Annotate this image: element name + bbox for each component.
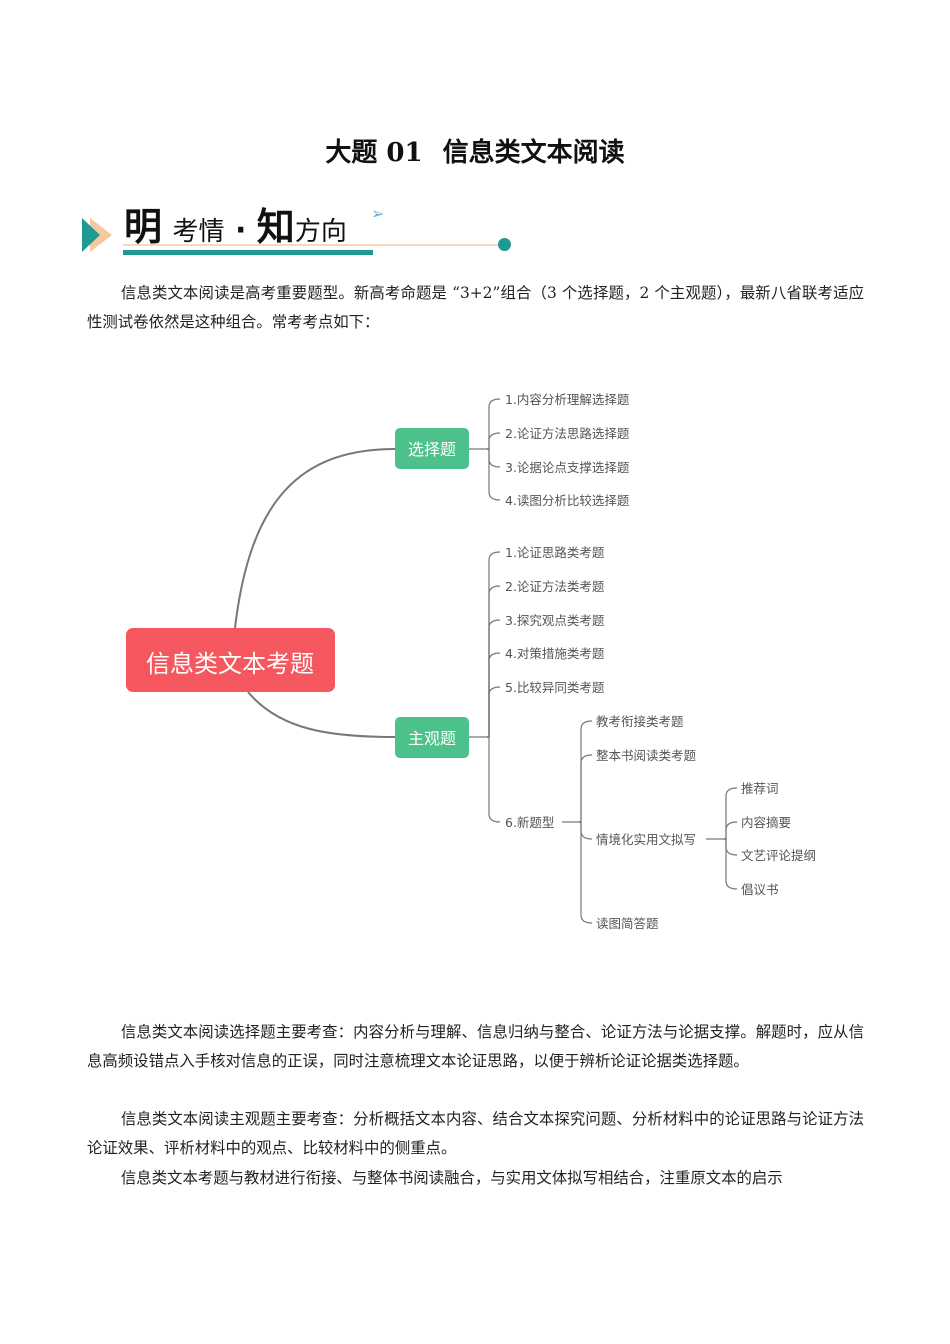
title-number: 大题 01 bbox=[325, 138, 423, 168]
bracket-curve bbox=[487, 619, 501, 738]
divider-dot bbox=[498, 238, 511, 251]
bracket-curve bbox=[579, 821, 593, 924]
section-banner: 明 考情 · 知方向 ➢ bbox=[82, 192, 518, 262]
leaf-label: 1.内容分析理解选择题 bbox=[505, 392, 630, 407]
body-paragraph: 信息类文本考题与教材进行衔接、与整体书阅读融合，与实用文体拟写相结合，注重原文本… bbox=[120, 1169, 783, 1187]
body-paragraph: 信息类文本阅读主观题主要考查：分析概括文本内容、结合文本探究问题、分析材料中的论… bbox=[87, 1110, 864, 1157]
leaf-label: 3.论据论点支撑选择题 bbox=[505, 460, 630, 475]
bracket-curve bbox=[487, 551, 501, 738]
banner-char: 知 bbox=[256, 204, 295, 249]
banner-text: 考情 bbox=[172, 217, 225, 247]
bracket-curve bbox=[487, 432, 501, 450]
branch-label: 选择题 bbox=[408, 440, 456, 459]
root-node bbox=[126, 628, 335, 692]
leaf-label: 4.对策措施类考题 bbox=[505, 646, 605, 661]
divider-line bbox=[123, 244, 503, 246]
page-title: 大题 01 信息类文本阅读 bbox=[0, 132, 950, 169]
bracket-curve bbox=[487, 585, 501, 738]
bracket-curve bbox=[487, 398, 501, 450]
bracket-curve bbox=[487, 652, 501, 738]
banner-char: 明 bbox=[124, 204, 163, 249]
bracket-curve bbox=[487, 686, 501, 738]
branch-label: 主观题 bbox=[408, 729, 456, 748]
bracket-curve bbox=[487, 448, 501, 501]
banner-text: 方向 bbox=[294, 217, 347, 247]
leaf-label: 2.论证方法类考题 bbox=[505, 579, 605, 594]
root-label: 信息类文本考题 bbox=[146, 650, 314, 678]
leaf-label: 6.新题型 bbox=[505, 815, 554, 830]
leaf-label: 1.论证思路类考题 bbox=[505, 545, 605, 560]
bracket-curve bbox=[579, 720, 593, 823]
leaf-label: 2.论证方法思路选择题 bbox=[505, 426, 630, 441]
paper-plane-icon: ➢ bbox=[371, 204, 385, 223]
banner-dot: · bbox=[234, 213, 247, 248]
leaf-label: 文艺评论提纲 bbox=[741, 848, 816, 863]
branch-node-subjective bbox=[395, 717, 469, 758]
bracket-curve bbox=[724, 821, 738, 840]
chevron-icon bbox=[82, 218, 100, 252]
leaf-label: 4.读图分析比较选择题 bbox=[505, 493, 630, 508]
bracket-curve bbox=[724, 838, 738, 890]
banner-heading: 明 考情 · 知方向 bbox=[124, 196, 347, 251]
leaf-label: 内容摘要 bbox=[741, 815, 791, 830]
bracket-curve bbox=[487, 736, 501, 823]
leaf-label: 情境化实用文拟写 bbox=[596, 832, 696, 847]
leaf-label: 3.探究观点类考题 bbox=[505, 613, 605, 628]
root-connector bbox=[247, 691, 396, 738]
leaf-label: 倡议书 bbox=[741, 882, 779, 897]
bracket-curve bbox=[579, 754, 593, 823]
bracket-curve bbox=[724, 787, 738, 840]
title-text: 信息类文本阅读 bbox=[442, 138, 625, 168]
intro-paragraph: 信息类文本阅读是高考重要题型。新高考命题是 “3+2”组合（3 个选择题，2 个… bbox=[87, 284, 864, 331]
body-paragraph: 信息类文本阅读选择题主要考查：内容分析与理解、信息归纳与整合、论证方法与论据支撑… bbox=[87, 1023, 864, 1070]
divider-bar bbox=[123, 250, 373, 255]
leaf-label: 整本书阅读类考题 bbox=[596, 748, 697, 763]
leaf-label: 5.比较异同类考题 bbox=[505, 680, 605, 695]
leaf-label: 教考衔接类考题 bbox=[596, 714, 684, 729]
mind-map: 信息类文本考题 选择题 主观题 1.内容分析理解选择题 2.论证方法思路选择题 … bbox=[126, 392, 816, 931]
leaf-label: 读图简答题 bbox=[596, 916, 659, 931]
leaf-label: 推荐词 bbox=[741, 781, 779, 796]
root-connector bbox=[234, 448, 396, 629]
branch-node-choice bbox=[395, 428, 469, 469]
